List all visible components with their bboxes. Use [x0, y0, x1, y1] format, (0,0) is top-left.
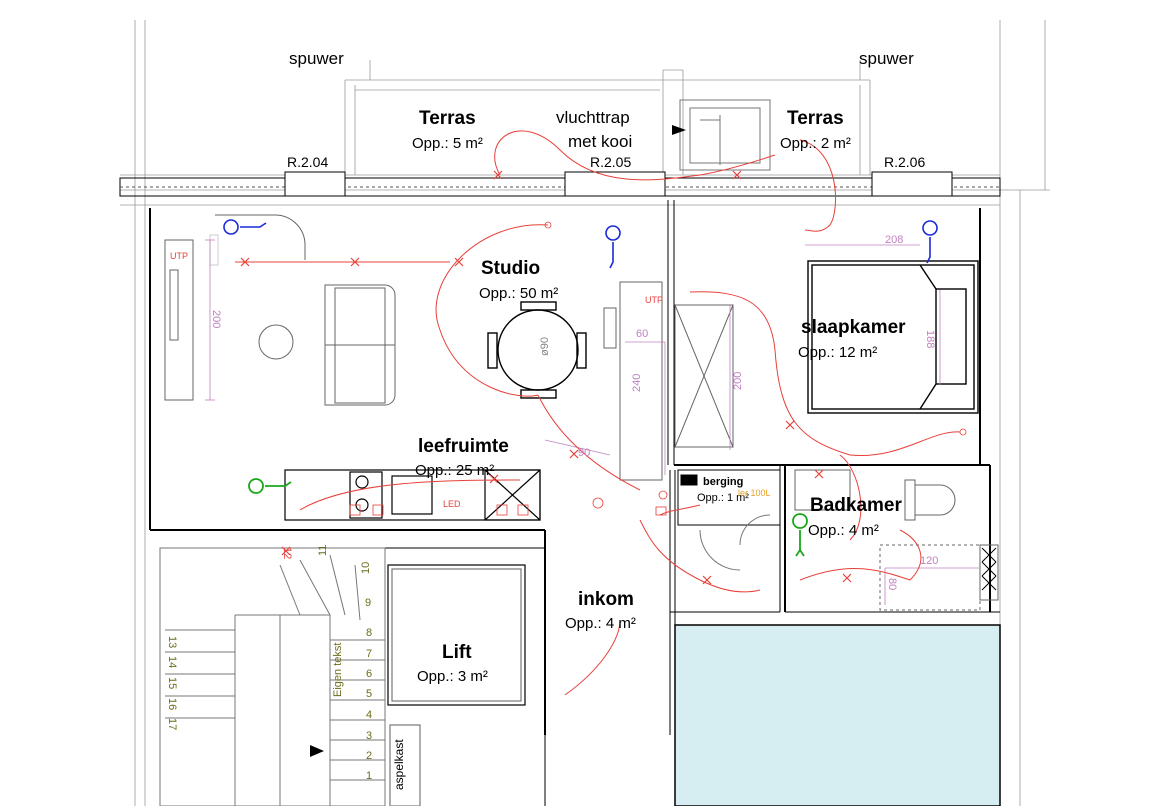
vluchttrap-label-1: vluchttrap: [556, 108, 630, 127]
stair-num-2: 2: [366, 750, 373, 762]
studio-title: Studio: [481, 258, 541, 279]
studio-area: Opp.: 50 m²: [479, 285, 559, 302]
desk-unit: [603, 281, 734, 481]
slaapkamer-area: Opp.: 12 m²: [798, 344, 878, 361]
terras-right-area: Opp.: 2 m²: [780, 135, 851, 152]
stair-num-11: 11: [317, 544, 329, 556]
living-furniture: [164, 214, 396, 406]
room-code-r206: R.2.06: [884, 154, 926, 170]
utp-label-left: UTP: [170, 251, 188, 261]
stair-num-7: 7: [366, 648, 373, 660]
lift-title: Lift: [442, 642, 472, 663]
terras-left-area: Opp.: 5 m²: [412, 135, 483, 152]
dim-200-mid: 200: [732, 371, 744, 390]
dimension-lines: [205, 239, 980, 605]
room-code-r204: R.2.04: [287, 154, 329, 170]
badkamer-area: Opp.: 4 m²: [808, 522, 879, 539]
utp-label-mid: UTP: [645, 295, 663, 305]
aspelkast-label: aspelkast: [392, 739, 406, 790]
inkom-title: inkom: [578, 589, 634, 610]
stair-num-12: 12: [281, 547, 293, 560]
stair-num-17: 17: [166, 718, 178, 731]
stair-num-5: 5: [366, 688, 373, 700]
lift-shaft: [387, 564, 526, 806]
lift-area: Opp.: 3 m²: [417, 668, 488, 685]
stair-num-15: 15: [166, 677, 178, 690]
dim-90: 90: [578, 447, 591, 459]
room-code-r205: R.2.05: [590, 154, 632, 170]
kitchen: [284, 469, 541, 521]
green-sensors: [248, 478, 808, 557]
spuwer-left-label: spuwer: [289, 49, 344, 68]
electrical-crosses: [240, 170, 852, 585]
inkom-area: Opp.: 4 m²: [565, 615, 636, 632]
eigen-tekst-label: Eigen tekst: [332, 642, 344, 697]
blue-sensors: [223, 219, 938, 269]
facade-band: [119, 171, 1001, 197]
berging-title: berging: [703, 476, 744, 488]
dim-60: 60: [636, 328, 649, 340]
berging-area: Opp.: 1 m²: [697, 492, 749, 504]
dim-phi90: ø90: [539, 337, 551, 356]
terras-left-title: Terras: [419, 108, 476, 129]
stair-num-16: 16: [166, 698, 178, 711]
dim-120: 120: [920, 555, 939, 567]
leefruimte-area: Opp.: 25 m²: [415, 462, 495, 479]
staircase: [159, 547, 386, 806]
boiler-label: ler 100L: [738, 488, 771, 498]
stair-num-4: 4: [366, 709, 373, 721]
stair-num-14: 14: [166, 656, 178, 669]
stair-num-3: 3: [366, 730, 373, 742]
leefruimte-title: leefruimte: [418, 436, 509, 457]
dining-table: [487, 301, 587, 399]
dim-188: 188: [924, 330, 936, 349]
dim-240: 240: [631, 373, 643, 392]
stair-num-1: 1: [366, 770, 373, 782]
terras-right-title: Terras: [787, 108, 844, 129]
berging-box: [677, 469, 781, 571]
terrace-details: [672, 99, 771, 171]
bed: [807, 260, 979, 414]
spuwer-right-label: spuwer: [859, 49, 914, 68]
badkamer-title: Badkamer: [810, 495, 902, 516]
stair-num-6: 6: [366, 668, 373, 680]
stair-num-8: 8: [366, 627, 373, 639]
dim-208: 208: [885, 234, 904, 246]
led-label: LED: [443, 499, 461, 509]
stair-num-9: 9: [365, 597, 372, 609]
dim-80: 80: [886, 578, 898, 591]
electrical-symbols: [349, 221, 967, 516]
stair-num-10: 10: [360, 561, 372, 574]
dim-200-left: 200: [210, 310, 222, 329]
slaapkamer-title: slaapkamer: [801, 317, 906, 338]
lift-lobby-zone: [674, 624, 1001, 806]
stair-num-13: 13: [166, 636, 178, 649]
vluchttrap-label-2: met kooi: [568, 132, 633, 151]
electrical-wiring: [235, 130, 961, 696]
